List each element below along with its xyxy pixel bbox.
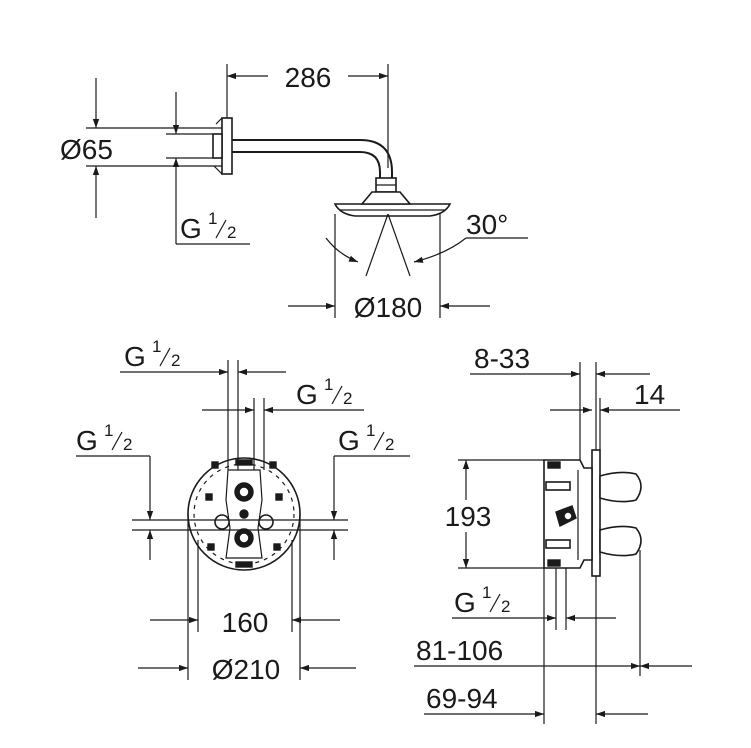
dim-install-depth: 69-94 (426, 683, 498, 714)
dim-plate-diameter: Ø210 (212, 654, 281, 685)
svg-text:G: G (76, 425, 98, 456)
svg-text:2: 2 (171, 351, 180, 370)
svg-text:G: G (338, 425, 360, 456)
svg-text:1: 1 (104, 421, 113, 440)
dim-center-distance: 160 (222, 607, 269, 638)
valve-body (225, 469, 263, 559)
upper-handle (599, 471, 642, 503)
thread-label-left: G 1 2 (76, 421, 132, 456)
shower-arm (232, 139, 393, 178)
thread-label-right: G 1 2 (338, 421, 394, 456)
svg-text:2: 2 (501, 597, 510, 616)
dim-spray-angle: 30° (466, 209, 508, 240)
dim-height: 193 (445, 501, 492, 532)
svg-text:2: 2 (123, 435, 132, 454)
shower-arm-view: 286 Ø65 G 1 2 30° Ø180 (60, 62, 528, 323)
svg-text:1: 1 (324, 375, 333, 394)
mixer-front-view: G 1 2 G 1 2 G 1 2 G 1 (76, 337, 410, 685)
thread-label-bottom: G 1 2 (454, 583, 510, 618)
svg-text:1: 1 (152, 337, 161, 356)
dim-plate-thickness: 14 (634, 379, 665, 410)
svg-text:1: 1 (482, 583, 491, 602)
mixer-side-view: 8-33 14 193 G 1 2 81-106 (414, 343, 692, 724)
lower-handle (599, 525, 642, 557)
dim-depth-range: 8-33 (474, 343, 530, 374)
svg-text:G: G (180, 213, 202, 244)
wall-plate (591, 449, 601, 577)
thread-label-top-left: G 1 2 (124, 337, 180, 372)
flange-collar (212, 133, 223, 159)
thread-label-arm: G 1 2 (180, 209, 236, 244)
wall-flange (221, 117, 233, 175)
dim-total-depth: 81-106 (416, 635, 503, 666)
svg-text:2: 2 (385, 435, 394, 454)
svg-text:1: 1 (366, 421, 375, 440)
dim-arm-length: 286 (285, 62, 332, 93)
svg-text:2: 2 (343, 389, 352, 408)
dim-flange-diameter: Ø65 (60, 134, 113, 165)
svg-text:G: G (124, 341, 146, 372)
svg-text:G: G (454, 587, 476, 618)
svg-text:2: 2 (227, 223, 236, 242)
svg-text:1: 1 (208, 209, 217, 228)
thread-label-top-right: G 1 2 (296, 375, 352, 410)
svg-text:G: G (296, 379, 318, 410)
dim-head-diameter: Ø180 (354, 292, 423, 323)
